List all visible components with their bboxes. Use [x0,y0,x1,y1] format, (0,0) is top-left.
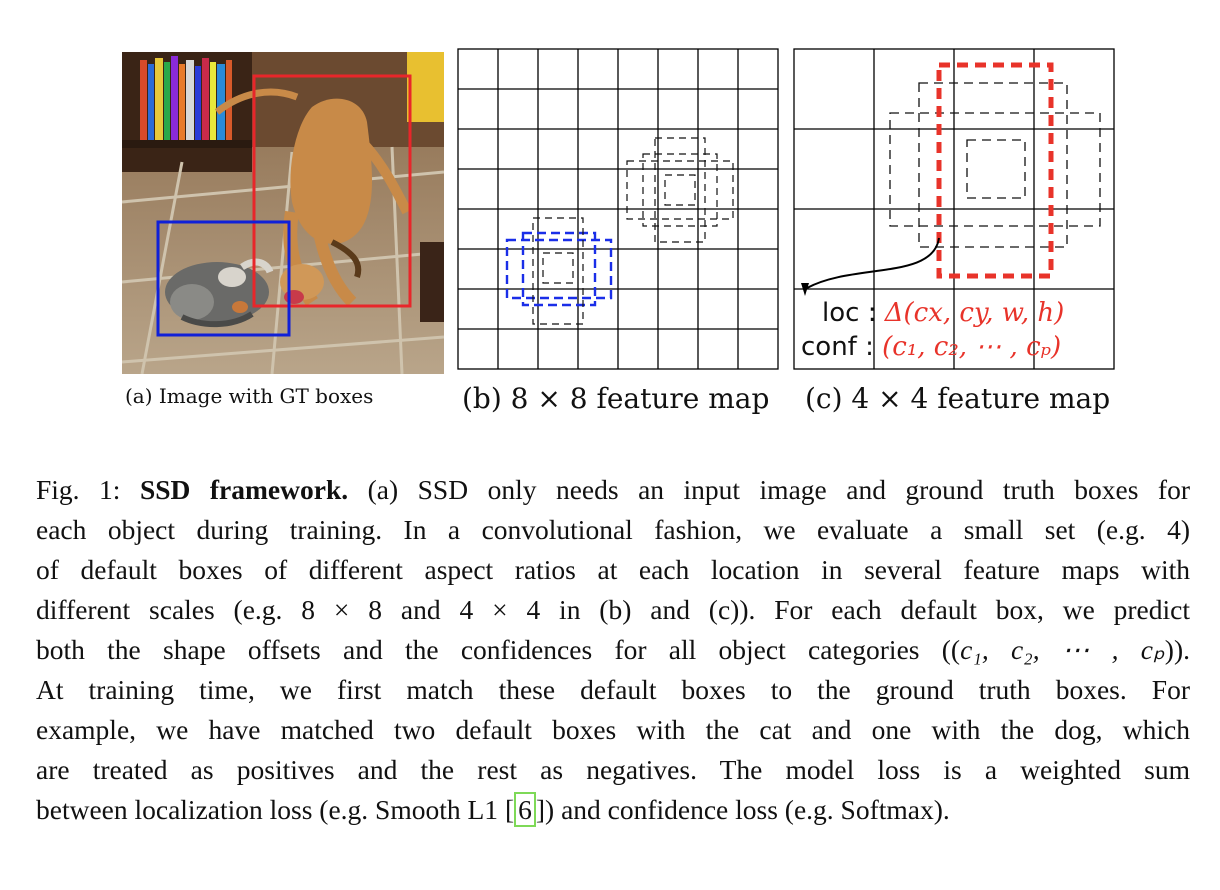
caption-line-2: each object during training. In a convol… [36,514,1190,545]
conf-label: conf : [801,332,874,362]
panel-c-caption: (c) 4 × 4 feature map [805,382,1111,415]
caption-line-5-end: )). [1164,634,1190,665]
conf-label-line: conf : (c₁, c₂, ⋯ , cₚ) [801,332,1061,362]
fig-label: Fig. 1: [36,474,121,505]
dog-figure [214,88,412,307]
arrow-head [801,283,809,296]
caption-line-1-text: (a) SSD only needs an input image and gr… [367,474,1190,505]
gt-box-dog [252,74,412,308]
figure-caption: Fig. 1: SSD framework. (a) SSD only need… [36,470,1190,830]
panel-c-feature-map [793,48,1115,370]
panel-b-caption: (b) 8 × 8 feature map [462,382,770,415]
loc-label-line: loc : Δ(cx, cy, w, h) [822,298,1064,328]
caption-line-3: of default boxes of different aspect rat… [36,554,1190,585]
caption-line-5: both the shape offsets and the confidenc… [36,630,1190,670]
cat-figure [165,258,274,328]
caption-title: SSD framework. [139,474,349,505]
panel-a-caption: (a) Image with GT boxes [125,384,374,408]
caption-line-9-text: between localization loss (e.g. Smooth L… [36,794,505,825]
caption-line-4: different scales (e.g. 8 × 8 and 4 × 4 i… [36,594,1190,625]
matched-default-box-dog [936,62,1054,279]
caption-line-1: Fig. 1: SSD framework. (a) SSD only need… [36,470,1190,510]
conf-math: (c₁, c₂, ⋯ , cₚ) [882,332,1062,362]
grid-8x8 [457,48,779,370]
matched-default-boxes-cat [505,231,613,307]
grid-4x4 [793,48,1115,370]
caption-line-5-text: both the shape offsets and the confidenc… [36,634,961,665]
panel-a-image [122,52,444,374]
default-boxes-cat-location [532,217,584,325]
loc-math: Δ(cx, cy, w, h) [884,298,1065,328]
caption-line-7: example, we have matched two default box… [36,714,1190,745]
loc-label: loc : [822,298,877,328]
default-boxes-dog-location [626,137,734,243]
caption-line-5-math: c₁, c₂, ⋯ , cₚ [960,634,1165,665]
caption-line-8: are treated as positives and the rest as… [36,754,1190,785]
citation-link[interactable]: 6 [514,792,536,827]
caption-line-9: between localization loss (e.g. Smooth L… [36,792,950,827]
default-boxes-4x4 [889,82,1101,248]
gt-box-cat [156,220,291,337]
loc-arrow [806,237,940,289]
caption-line-9-end: ) and confidence loss (e.g. Softmax). [545,794,950,825]
caption-line-6: At training time, we first match these d… [36,674,1190,705]
panel-b-feature-map [457,48,779,370]
